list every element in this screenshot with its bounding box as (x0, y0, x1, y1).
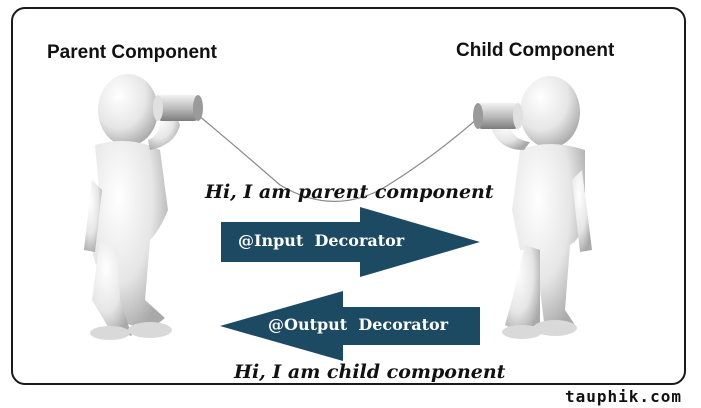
parent-figure (84, 74, 180, 340)
parent-message: Hi, I am parent component (205, 181, 494, 203)
parent-component-label: Parent Component (47, 42, 217, 63)
child-message: Hi, I am child component (234, 361, 506, 383)
child-figure (492, 76, 592, 339)
output-decorator-label: @Output Decorator (268, 315, 449, 334)
string-line (197, 114, 479, 202)
input-arrow (221, 207, 480, 277)
child-can (473, 103, 523, 129)
parent-can (153, 95, 203, 121)
brand-watermark: tauphik.com (565, 387, 682, 406)
input-decorator-label: @Input Decorator (238, 231, 405, 250)
output-arrow (220, 291, 480, 361)
child-component-label: Child Component (456, 40, 615, 61)
